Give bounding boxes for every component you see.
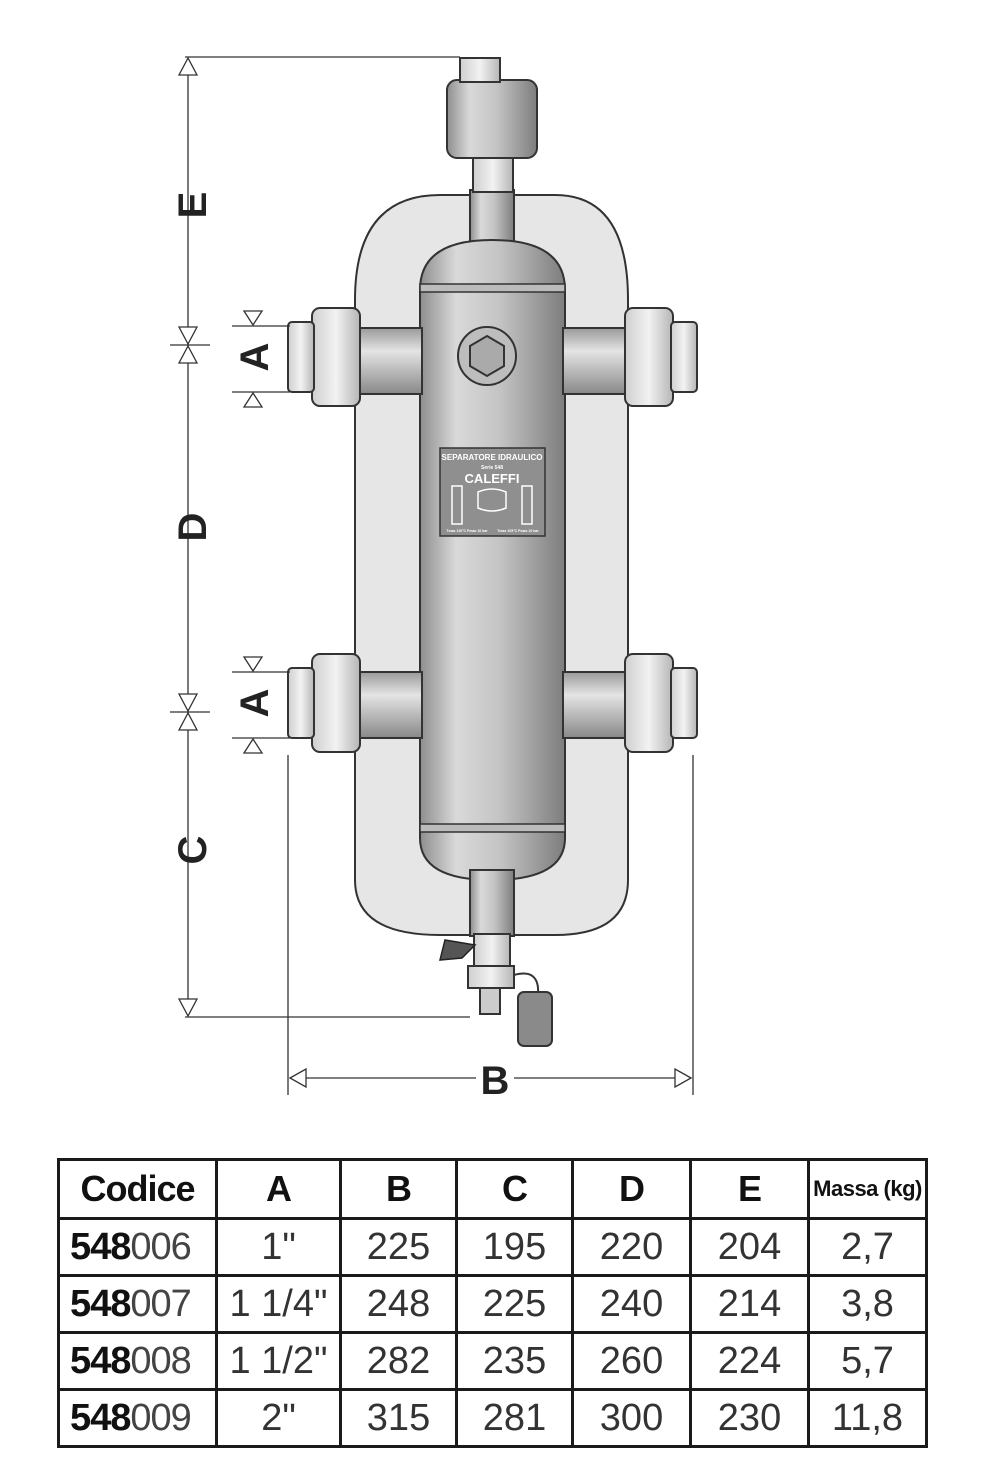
- plate-spec-left: Tmax 110°C Pmax 10 bar: [446, 529, 488, 533]
- cell-d: 240: [571, 1274, 692, 1334]
- cell-c: 225: [455, 1274, 574, 1334]
- cell-mass: 5,7: [807, 1331, 928, 1391]
- dim-label-a-bottom: A: [233, 689, 277, 718]
- cell-c: 235: [455, 1331, 574, 1391]
- header-d: D: [571, 1158, 692, 1220]
- plate-subtitle: Serie 548: [481, 465, 503, 471]
- tube-band-bottom: [419, 823, 566, 833]
- union-end-left-top: [287, 321, 315, 393]
- table-header-row: Codice A B C D E Massa (kg): [57, 1158, 928, 1220]
- plate-title: SEPARATORE IDRAULICO: [442, 453, 543, 462]
- cell-code: 548007: [57, 1274, 218, 1334]
- cell-mass: 3,8: [807, 1274, 928, 1334]
- drain-hose-nut: [467, 965, 515, 989]
- union-end-right-bottom: [670, 667, 698, 739]
- dim-label-c: C: [171, 836, 215, 865]
- table-row: 548008 1 1/2" 282 235 260 224 5,7: [57, 1331, 928, 1391]
- cell-e: 204: [689, 1217, 810, 1277]
- drain-cap-chain: [513, 972, 540, 996]
- cell-code: 548006: [57, 1217, 218, 1277]
- dim-label-e: E: [171, 192, 215, 219]
- pipe-right-top: [562, 327, 626, 395]
- cell-code: 548009: [57, 1388, 218, 1448]
- header-b: B: [339, 1158, 458, 1220]
- bottom-stem: [469, 869, 515, 937]
- cell-c: 281: [455, 1388, 574, 1448]
- union-end-right-top: [670, 321, 698, 393]
- plate-brand: CALEFFI: [465, 471, 520, 486]
- technical-drawing: SEPARATORE IDRAULICO Serie 548 CALEFFI T…: [170, 56, 698, 1103]
- header-c: C: [455, 1158, 574, 1220]
- pipe-left-top: [359, 327, 423, 395]
- drain-hose-tail: [479, 987, 501, 1015]
- cell-b: 225: [339, 1217, 458, 1277]
- table-row: 548009 2" 315 281 300 230 11,8: [57, 1388, 928, 1448]
- union-end-left-bottom: [287, 667, 315, 739]
- dim-label-d: D: [171, 513, 215, 542]
- union-nut-left-top: [311, 307, 361, 407]
- table-row: 548007 1 1/4" 248 225 240 214 3,8: [57, 1274, 928, 1334]
- drain-valve-body: [473, 933, 511, 969]
- cell-a: 1": [215, 1217, 342, 1277]
- cell-b: 282: [339, 1331, 458, 1391]
- dim-label-a-top: A: [233, 343, 277, 372]
- drain-cap: [517, 991, 553, 1047]
- cell-b: 248: [339, 1274, 458, 1334]
- hex-plug: [469, 334, 505, 378]
- pipe-right-bottom: [562, 671, 626, 739]
- header-e: E: [689, 1158, 810, 1220]
- cell-mass: 2,7: [807, 1217, 928, 1277]
- drain-valve-handle: [439, 939, 477, 961]
- cell-e: 230: [689, 1388, 810, 1448]
- cell-b: 315: [339, 1388, 458, 1448]
- union-nut-right-top: [624, 307, 674, 407]
- cell-a: 1 1/4": [215, 1274, 342, 1334]
- vent-nut: [472, 157, 514, 193]
- cell-e: 224: [689, 1331, 810, 1391]
- header-codice: Codice: [57, 1158, 218, 1220]
- air-vent-cap: [459, 57, 501, 83]
- cell-a: 1 1/2": [215, 1331, 342, 1391]
- dimension-arrows: [177, 56, 693, 1089]
- nameplate: SEPARATORE IDRAULICO Serie 548 CALEFFI T…: [439, 447, 546, 537]
- cell-d: 300: [571, 1388, 692, 1448]
- plate-spec-right: Tmax 105°C Pmax 10 bar: [497, 529, 539, 533]
- header-massa: Massa (kg): [807, 1158, 928, 1220]
- cell-c: 195: [455, 1217, 574, 1277]
- header-a: A: [215, 1158, 342, 1220]
- union-nut-left-bottom: [311, 653, 361, 753]
- cell-e: 214: [689, 1274, 810, 1334]
- union-nut-right-bottom: [624, 653, 674, 753]
- cell-d: 220: [571, 1217, 692, 1277]
- cell-a: 2": [215, 1388, 342, 1448]
- cell-d: 260: [571, 1331, 692, 1391]
- air-vent-body: [446, 79, 538, 159]
- dim-label-b: B: [481, 1059, 510, 1103]
- dimension-table: Codice A B C D E Massa (kg) 548006 1" 22…: [57, 1158, 928, 1448]
- pipe-left-bottom: [359, 671, 423, 739]
- cell-mass: 11,8: [807, 1388, 928, 1448]
- table-row: 548006 1" 225 195 220 204 2,7: [57, 1217, 928, 1277]
- separator-tube: [419, 238, 566, 882]
- cell-code: 548008: [57, 1331, 218, 1391]
- tube-band-top: [419, 283, 566, 293]
